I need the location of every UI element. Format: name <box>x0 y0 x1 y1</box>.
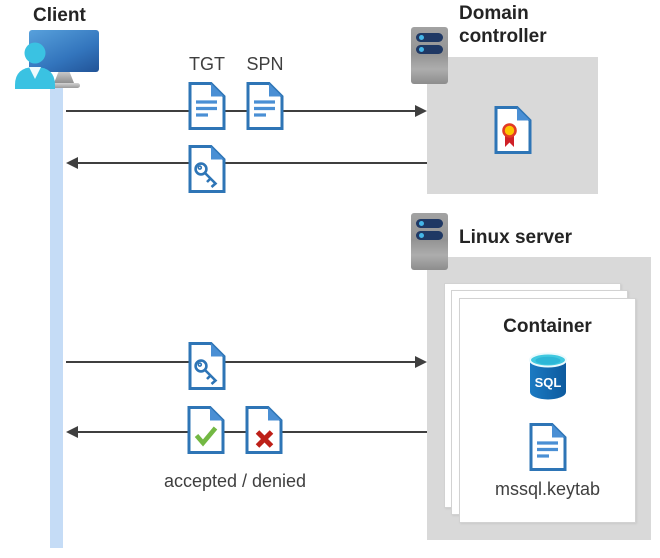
doc-text-lines <box>254 100 275 117</box>
doc-page <box>188 82 226 130</box>
doc-fold <box>517 107 530 121</box>
keytab-document-icon <box>529 423 567 471</box>
server-bar <box>416 45 443 54</box>
doc-page <box>246 82 284 130</box>
doc-fold <box>552 424 565 438</box>
key-glyph <box>194 359 218 385</box>
certificate-seal <box>502 123 517 138</box>
linux-server-title: Linux server <box>459 227 572 248</box>
arrow-line <box>66 361 415 363</box>
monitor-stand <box>54 72 74 83</box>
doc-text-lines <box>196 100 217 117</box>
person-collar <box>29 67 41 79</box>
keytab-label: mssql.keytab <box>494 479 601 499</box>
doc-fold <box>211 343 224 357</box>
tgt-document-icon <box>188 82 226 130</box>
container-card: Container SQL mssql.keytab <box>459 298 636 523</box>
doc-fold <box>211 146 224 160</box>
server-led <box>419 47 424 52</box>
sql-cylinder-body <box>530 360 566 400</box>
sql-database-icon: SQL <box>529 352 567 400</box>
server-bar <box>416 219 443 228</box>
accepted-denied-label: accepted / denied <box>163 471 307 491</box>
sql-cylinder-top-inner <box>535 356 561 365</box>
server-led <box>419 233 424 238</box>
arrowhead-left-icon <box>66 157 78 169</box>
arrow-line <box>78 162 427 164</box>
x-document-icon <box>245 406 283 454</box>
person-head <box>24 42 46 64</box>
server-bar <box>416 231 443 240</box>
doc-text-lines <box>537 441 558 458</box>
sql-label: SQL <box>535 375 562 390</box>
spn-label: SPN <box>246 54 284 74</box>
linux-server-icon <box>411 213 448 270</box>
server-led <box>419 35 424 40</box>
check-document-icon <box>187 406 225 454</box>
doc-page <box>245 406 283 454</box>
spn-document-icon <box>246 82 284 130</box>
doc-fold <box>210 407 223 421</box>
client-lifeline <box>50 88 63 548</box>
server-bar <box>416 33 443 42</box>
tgt-label: TGT <box>189 54 225 74</box>
key-document-icon <box>188 145 226 193</box>
key-document-icon <box>188 342 226 390</box>
doc-page <box>529 423 567 471</box>
certificate-document-icon <box>494 106 532 154</box>
doc-fold <box>269 83 282 97</box>
doc-page <box>187 406 225 454</box>
arrowhead-right-icon <box>415 356 427 368</box>
check-glyph <box>194 426 218 447</box>
domain-controller-title: Domain controller <box>459 3 547 47</box>
person-icon <box>15 42 55 89</box>
doc-fold <box>211 83 224 97</box>
arrow-line <box>66 110 415 112</box>
client-title: Client <box>33 5 86 26</box>
key-glyph <box>194 162 218 188</box>
arrowhead-left-icon <box>66 426 78 438</box>
monitor-base <box>46 83 80 88</box>
arrowhead-right-icon <box>415 105 427 117</box>
doc-fold <box>268 407 281 421</box>
dc-server-icon <box>411 27 448 84</box>
x-glyph <box>255 430 274 448</box>
server-led <box>419 221 424 226</box>
container-title: Container <box>503 316 592 337</box>
